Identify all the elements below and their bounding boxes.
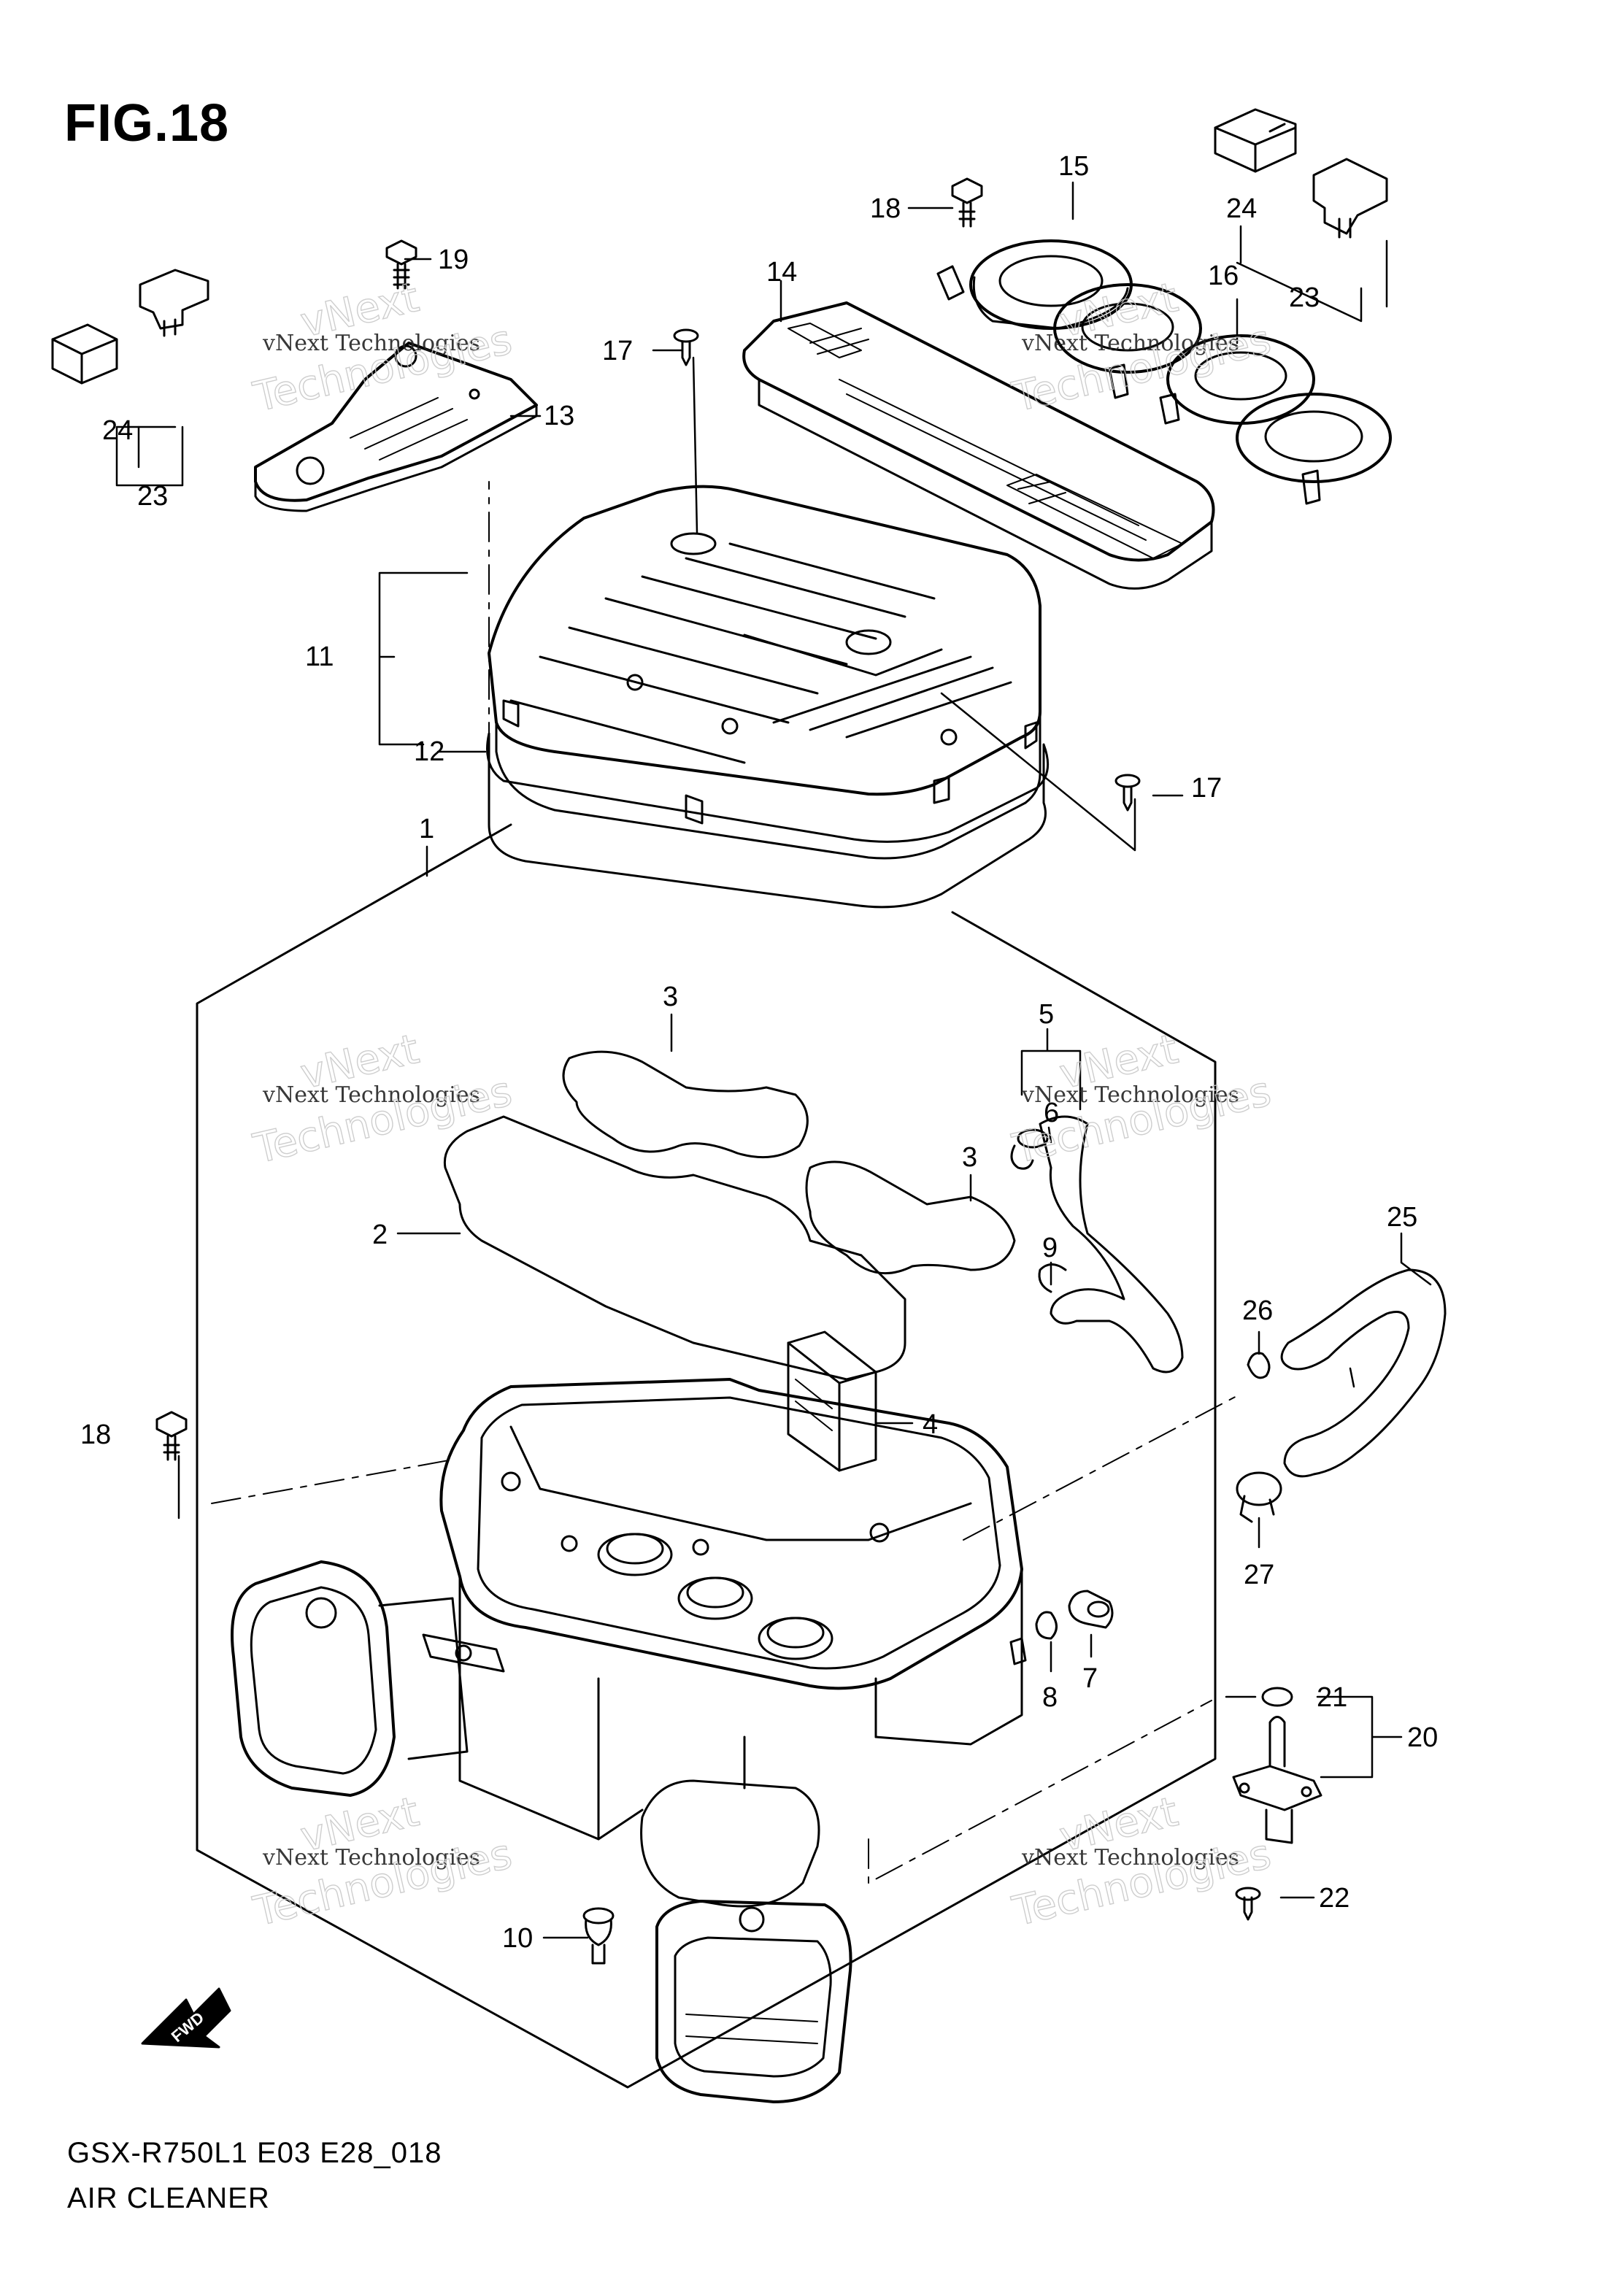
air-cleaner-case-part (422, 1378, 1027, 1841)
figure-title: FIG.18 (64, 94, 230, 153)
watermark-label: vNext Technologies (262, 1845, 480, 1871)
breather-hose-5-part (1010, 1115, 1184, 1374)
callout-23: 23 (137, 481, 168, 512)
callout-24: 24 (1226, 193, 1257, 224)
element-tray-part (742, 301, 1215, 590)
screw-22-part (1235, 1887, 1261, 1921)
callout-18: 18 (870, 193, 901, 224)
callout-11: 11 (305, 642, 334, 672)
watermark-label: vNext Technologies (262, 331, 480, 356)
seal-3-upper-part (562, 1050, 809, 1159)
bolt-19-part (385, 239, 417, 290)
intake-duct-part (231, 1560, 469, 1797)
fwd-arrow-icon (141, 1987, 231, 2049)
watermark-label: vNext Technologies (1021, 1845, 1239, 1871)
screw-17-top-part (673, 328, 699, 366)
filter-4-part (787, 1330, 877, 1472)
callout-8: 8 (1042, 1682, 1058, 1713)
guide-lines (211, 481, 1241, 1884)
screw-17-right-part (1114, 774, 1141, 812)
callout-22: 22 (1319, 1883, 1349, 1914)
callout-14: 14 (766, 257, 797, 288)
callout-3: 3 (962, 1142, 977, 1173)
watermark-label: vNext Technologies (1021, 1082, 1239, 1108)
bolt-18-top-part (951, 177, 983, 228)
bolt-18-left-part (155, 1411, 188, 1461)
callout-23: 23 (1289, 282, 1320, 313)
callout-4: 4 (923, 1409, 938, 1440)
figure-code: GSX-R750L1 E03 E28_018 (67, 2137, 442, 2169)
grommet-10-part (582, 1907, 615, 1965)
callout-26: 26 (1242, 1295, 1273, 1326)
seal-2-part (443, 1115, 906, 1381)
callout-20: 20 (1407, 1722, 1438, 1753)
callout-13: 13 (544, 401, 574, 431)
callout-17: 17 (602, 336, 633, 366)
callout-7: 7 (1082, 1663, 1098, 1694)
seal-3-lower-part (805, 1160, 1016, 1275)
watermark-group: vNext vNext Technologies Technologies vN… (248, 273, 1276, 1936)
callout-6: 6 (1044, 1098, 1059, 1128)
intake-funnel-part (936, 239, 1392, 505)
callout-25: 25 (1387, 1202, 1417, 1233)
clip-8-part (1035, 1611, 1058, 1640)
cover-seal-part (486, 732, 1050, 909)
sensor-connector-right (1214, 108, 1388, 239)
callout-labels: 1 2 3 3 4 5 6 7 8 9 10 11 12 13 14 15 16… (80, 151, 1438, 1954)
watermark-label: vNext Technologies (1021, 331, 1239, 356)
callout-3: 3 (663, 982, 678, 1012)
leader-lines (115, 181, 1432, 1939)
callout-15: 15 (1058, 151, 1089, 182)
drain-hose-25-part (1236, 1268, 1447, 1523)
callout-18: 18 (80, 1419, 111, 1450)
sensor-20-part (1232, 1687, 1322, 1844)
cap-7-part (1068, 1590, 1114, 1629)
callout-2: 2 (372, 1220, 388, 1250)
figure-name: AIR CLEANER (67, 2182, 270, 2214)
assembly-outline (196, 823, 1217, 2089)
callout-19: 19 (438, 244, 469, 275)
callout-12: 12 (414, 736, 444, 767)
callout-16: 16 (1208, 261, 1239, 291)
callout-1: 1 (419, 814, 434, 844)
callout-27: 27 (1244, 1560, 1274, 1590)
callout-21: 21 (1317, 1682, 1347, 1713)
callout-17: 17 (1191, 773, 1222, 804)
watermark-label: vNext Technologies (262, 1082, 480, 1108)
callout-9: 9 (1042, 1233, 1058, 1263)
duct-cover-part (254, 342, 538, 512)
sensor-connector-left (51, 269, 209, 385)
callout-5: 5 (1039, 999, 1054, 1030)
air-cleaner-cover-part (488, 485, 1041, 860)
outlet-funnel-part (640, 1779, 852, 2103)
callout-24: 24 (102, 415, 133, 446)
callout-10: 10 (502, 1923, 533, 1954)
